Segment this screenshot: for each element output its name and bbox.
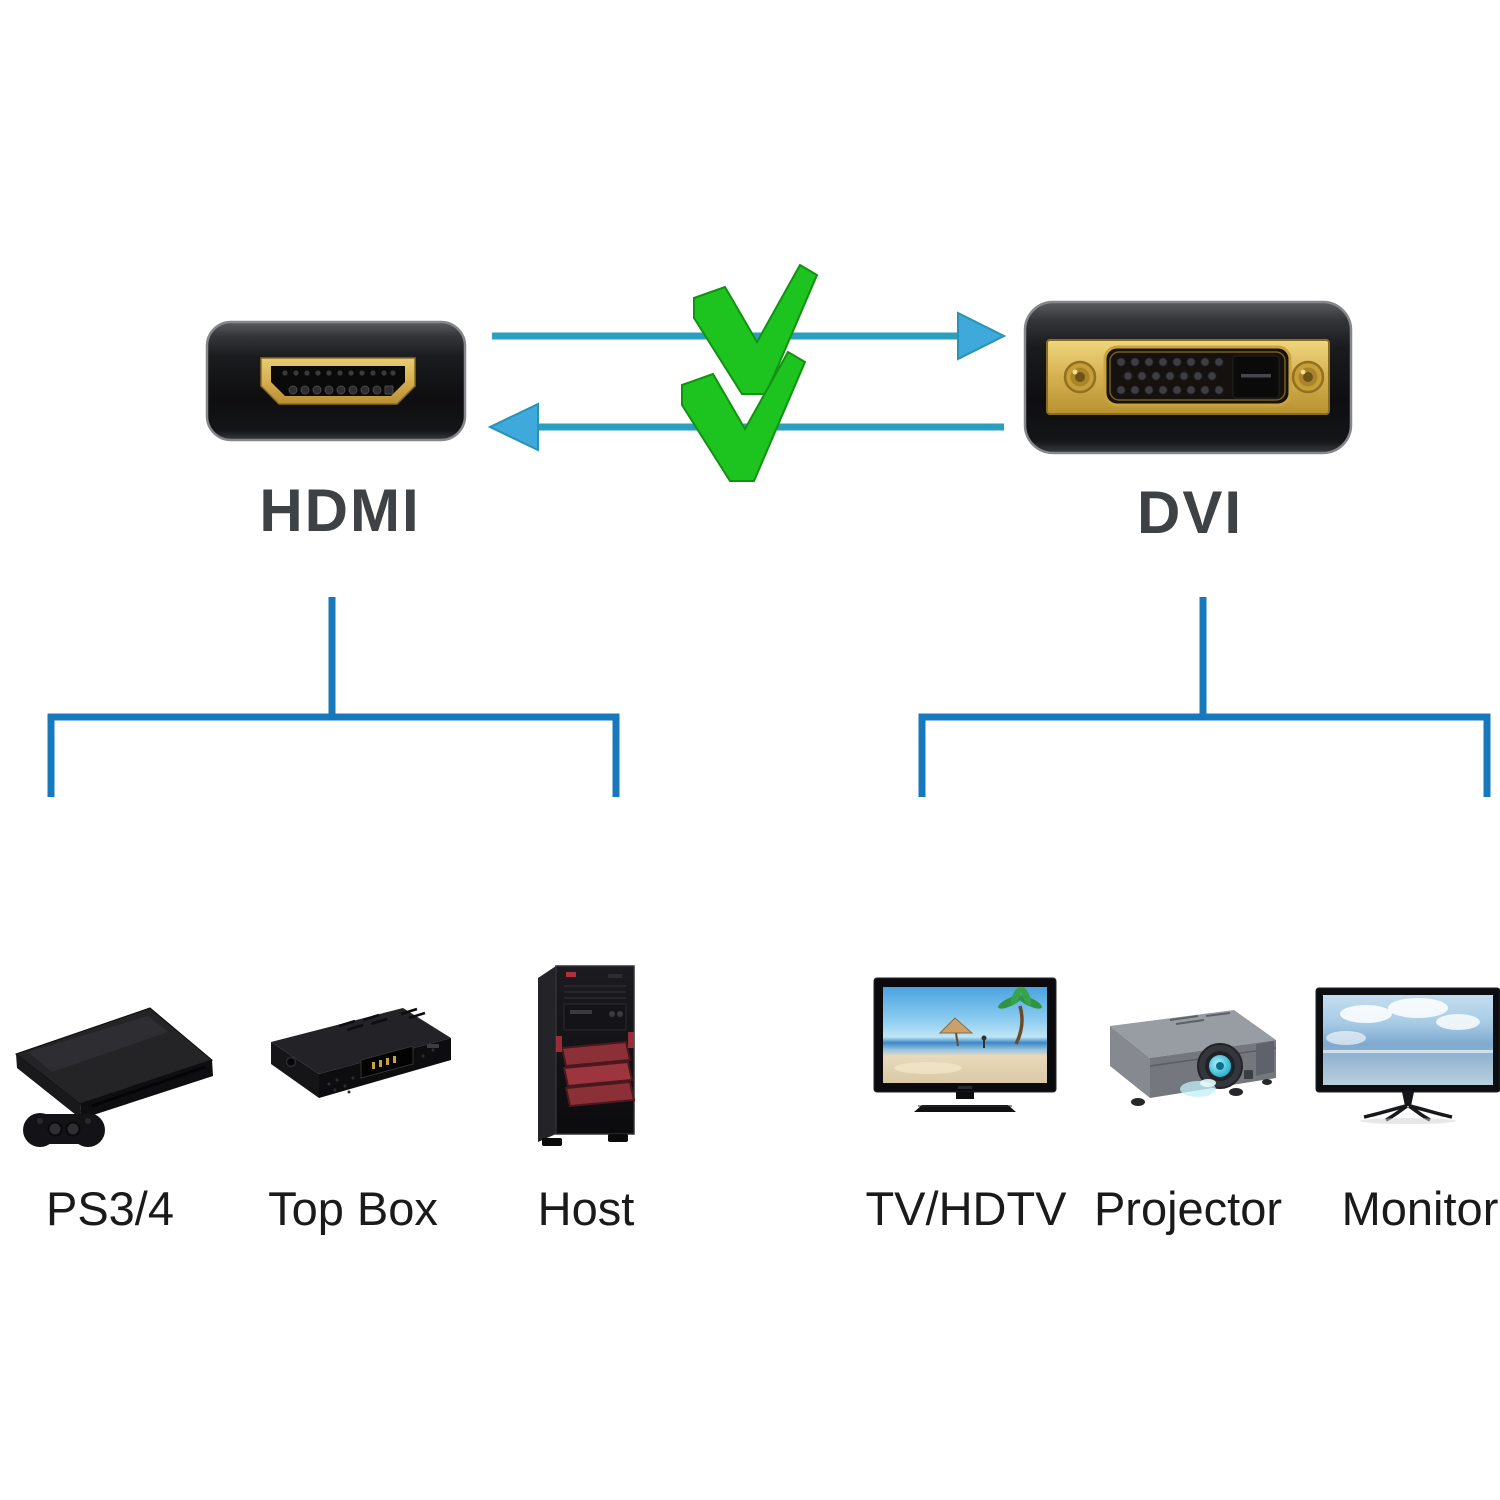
hdmi-pins-bottom-row [288,385,394,395]
topbox-display-digits [372,1056,396,1069]
beach-umbrella [938,1017,974,1047]
palm-tree [998,986,1042,1045]
monitor-stand-feet [1363,1104,1453,1122]
hdmi-branch-lines [47,597,620,797]
device-label-topbox: Top Box [268,1182,438,1235]
set-top-box-icon [271,1007,451,1098]
tower-vents [564,985,626,999]
dvi-screw-hole-left [1063,360,1097,394]
device-label-host: Host [537,1182,635,1235]
hdmi-connector-image [205,320,467,442]
hdmi-heading: HDMI [259,477,421,544]
clouds [1323,998,1493,1053]
device-label-tvhdtv: TV/HDTV [865,1182,1067,1235]
monitor-icon [1315,987,1500,1124]
dvi-heading: DVI [1136,479,1244,546]
dvi-branch-lines [918,597,1491,797]
monitor-stand-neck [1402,1092,1414,1106]
gamepad-icon [23,1113,105,1147]
dvi-connector-image [1023,300,1353,455]
projector-side-vent [1256,1041,1274,1076]
topbox-front-texture [327,1048,435,1094]
topbox-vents [338,1007,426,1032]
tower-red-mesh [560,1040,636,1108]
hdmi-pins-top-row [282,370,396,376]
projector-top-vents [1169,1012,1231,1025]
device-label-monitor: Monitor [1341,1182,1499,1235]
ps-console-icon [14,1007,214,1147]
dvi-port-inner-ring [1109,351,1286,401]
dvi-pin-grid [1116,357,1224,395]
dvi-blade-pin [1241,374,1271,378]
device-label-projector: Projector [1093,1182,1283,1235]
projector-lens [1197,1043,1243,1089]
pc-tower-icon [538,965,636,1146]
projector-icon [1110,1010,1277,1106]
checkmark-icon [693,263,819,395]
dvi-screw-hole-right [1291,360,1325,394]
device-label-ps34: PS3/4 [45,1182,175,1235]
tower-drive-bay [563,1003,627,1031]
tv-stand-neck [956,1092,974,1099]
tv-stand-base [914,1105,1016,1112]
tv-icon [873,977,1057,1112]
